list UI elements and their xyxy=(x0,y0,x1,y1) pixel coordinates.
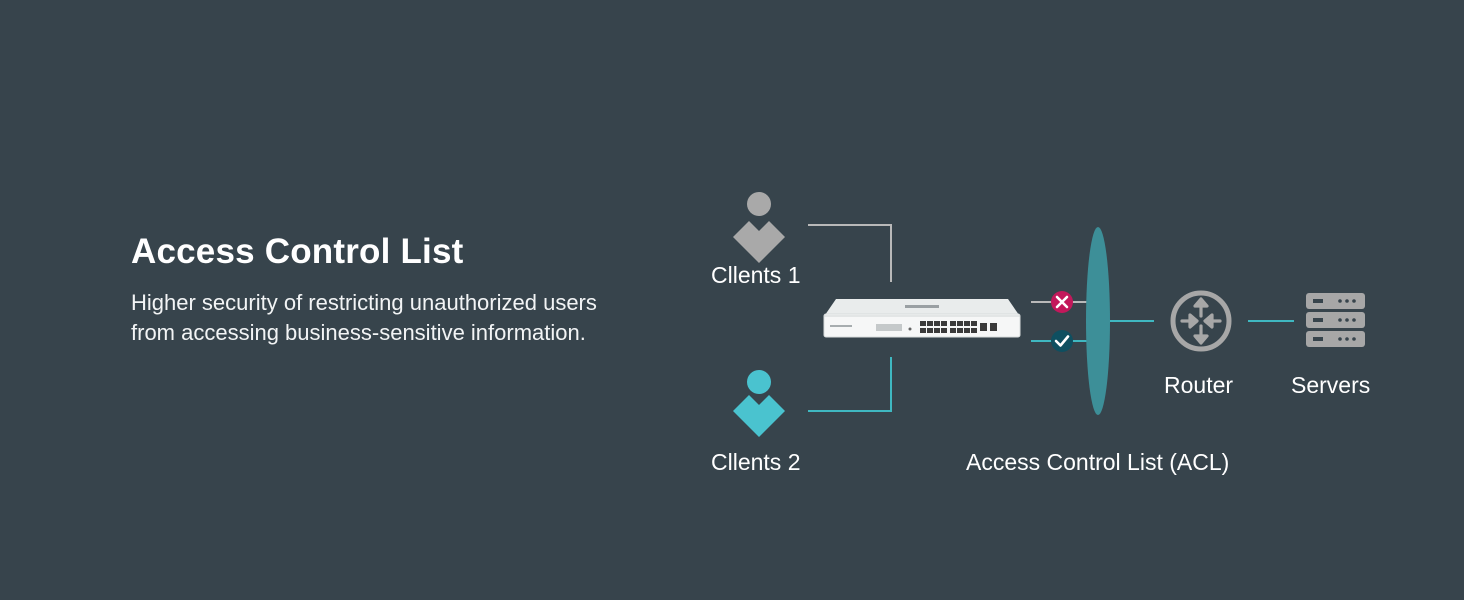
description-line-2: from accessing business-sensitive inform… xyxy=(131,320,586,345)
description-line-1: Higher security of restricting unauthori… xyxy=(131,290,597,315)
client2-label: Cllents 2 xyxy=(711,449,801,475)
page-title: Access Control List xyxy=(131,232,464,271)
acl-label: Access Control List (ACL) xyxy=(966,449,1230,475)
client1-person-icon xyxy=(733,192,785,263)
network-switch-icon xyxy=(823,299,1021,338)
router-label: Router xyxy=(1164,372,1234,398)
client1-link xyxy=(808,224,892,282)
x-mark-icon xyxy=(1051,291,1073,313)
client2-person-icon xyxy=(733,370,785,437)
check-mark-icon xyxy=(1051,330,1073,352)
page-description: Higher security of restricting unauthori… xyxy=(131,288,597,348)
acl-barrier xyxy=(1086,227,1110,415)
servers-icon xyxy=(1306,293,1365,347)
client1-label: Cllents 1 xyxy=(711,262,801,288)
servers-label: Servers xyxy=(1291,372,1371,398)
client2-link xyxy=(808,357,892,412)
heading-block: Access Control List Higher security of r… xyxy=(131,232,597,348)
router-icon xyxy=(1170,290,1232,352)
